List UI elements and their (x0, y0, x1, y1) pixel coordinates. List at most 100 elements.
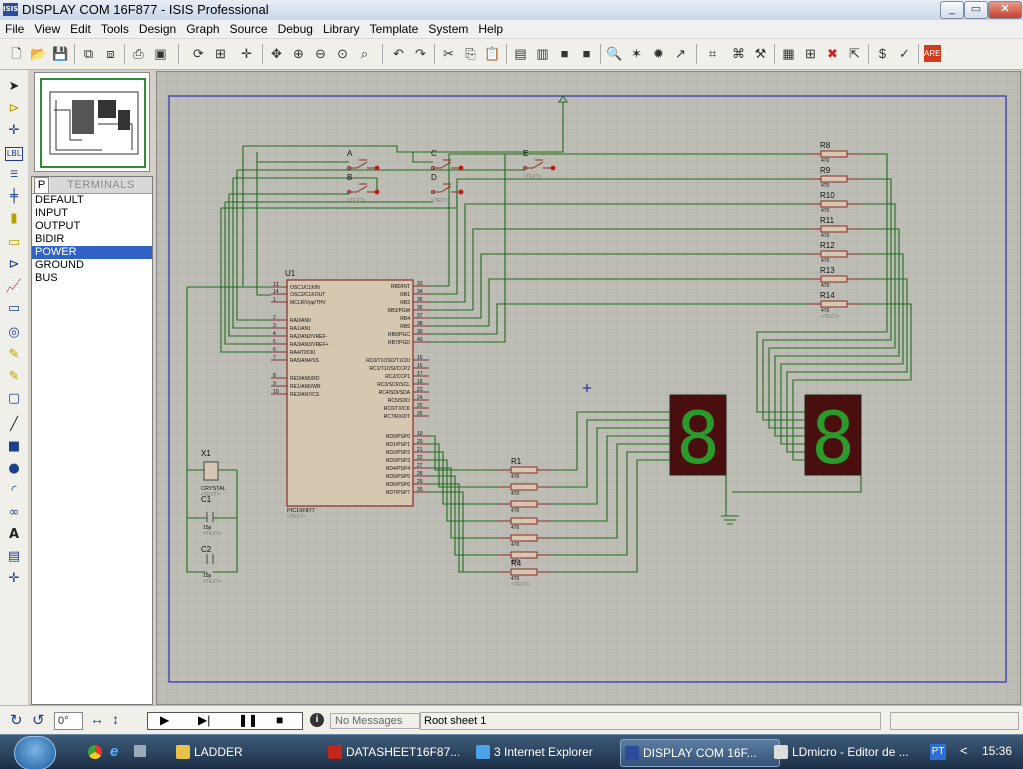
c2-capacitor[interactable] (206, 554, 214, 564)
pick-button[interactable]: P (34, 177, 49, 194)
pushbutton[interactable] (433, 183, 459, 193)
rotate-cw-icon[interactable]: ↻ (10, 712, 23, 729)
origin-icon[interactable]: ✛ (241, 46, 252, 61)
menu-view[interactable]: View (34, 22, 61, 36)
menu-system[interactable]: System (428, 22, 469, 36)
property-tool-icon[interactable]: ⚒ (754, 46, 767, 61)
import-icon[interactable]: ⧉ (83, 46, 94, 61)
paste-icon[interactable]: 📋 (484, 46, 501, 61)
x1-crystal[interactable] (203, 461, 219, 481)
step-icon[interactable]: ▶| (198, 713, 211, 727)
menu-file[interactable]: File (5, 22, 25, 36)
menu-edit[interactable]: Edit (70, 22, 91, 36)
new-sheet-icon[interactable]: ▦ (782, 46, 795, 61)
resistor-r14[interactable] (820, 300, 848, 308)
component-mode-icon[interactable]: ⊳ (8, 101, 20, 116)
bill-of-materials-icon[interactable]: $ (878, 46, 887, 61)
resistor-r9[interactable] (820, 175, 848, 183)
close-button[interactable]: ✕ (988, 1, 1022, 19)
chrome-icon[interactable] (88, 745, 102, 759)
u1-body[interactable] (286, 279, 414, 507)
task-datasheet[interactable]: DATASHEET16F87... (324, 739, 482, 765)
cut-icon[interactable]: ✂ (443, 46, 454, 61)
redraw-icon[interactable]: ⟳ (193, 46, 204, 61)
rotation-field[interactable]: 0° (54, 712, 83, 730)
new-file-icon[interactable]: 🗋 (11, 46, 22, 61)
task-display-com[interactable]: DISPLAY COM 16F... (620, 739, 780, 767)
junction-icon[interactable]: ✛ (8, 123, 20, 138)
text-script-icon[interactable]: ☰ (9, 170, 19, 180)
menu-design[interactable]: Design (138, 22, 177, 36)
generator-icon[interactable]: ◎ (8, 325, 20, 340)
menu-source[interactable]: Source (229, 22, 268, 36)
search-tag-icon[interactable]: ⌘ (732, 46, 745, 61)
graph-mode-icon[interactable]: 📈 (5, 279, 23, 294)
pan-icon[interactable]: ✥ (271, 46, 282, 61)
wire-label-icon[interactable]: LBL (5, 147, 23, 161)
play-icon[interactable]: ▶ (160, 713, 170, 727)
task-ldmicro[interactable]: LDmicro - Editor de ... (770, 739, 932, 765)
pushbutton[interactable] (525, 159, 551, 169)
marker-tool-icon[interactable]: ✛ (8, 571, 20, 586)
tray-expand-icon[interactable]: < (960, 743, 968, 758)
resistor-r10[interactable] (820, 200, 848, 208)
show-desktop-icon[interactable] (134, 745, 146, 757)
task-ladder[interactable]: LADDER (172, 739, 326, 765)
buses-icon[interactable]: ╪ (10, 189, 18, 204)
resistor-bottom[interactable] (510, 534, 538, 542)
resistor-bottom[interactable] (510, 500, 538, 508)
menu-library[interactable]: Library (322, 22, 360, 36)
symbol-tool-icon[interactable]: ▤ (7, 549, 21, 564)
wire-autorouter-icon[interactable]: ⌗ (708, 46, 717, 61)
overview-window[interactable] (34, 72, 150, 172)
current-probe-icon[interactable]: ✎ (8, 369, 20, 384)
grid-icon[interactable]: ⊞ (215, 46, 226, 61)
menu-debug[interactable]: Debug (277, 22, 313, 36)
make-device-icon[interactable]: ✶ (631, 46, 642, 61)
ie-icon[interactable]: e (110, 743, 119, 760)
menu-graph[interactable]: Graph (186, 22, 220, 36)
voltage-probe-icon[interactable]: ✎ (8, 347, 20, 362)
pushbutton[interactable] (433, 159, 459, 169)
pause-icon[interactable]: ❚❚ (238, 713, 259, 727)
block-delete-icon[interactable]: ■ (582, 46, 591, 61)
path-tool-icon[interactable]: ∞ (8, 505, 20, 520)
resistor-bottom[interactable] (510, 568, 538, 576)
resistor-bottom[interactable] (510, 517, 538, 525)
menu-template[interactable]: Template (369, 22, 419, 36)
mirror-y-icon[interactable]: ↕ (112, 711, 119, 727)
package-icon[interactable]: ✹ (653, 46, 664, 61)
menu-help[interactable]: Help (478, 22, 504, 36)
minimize-button[interactable]: _ (940, 1, 964, 19)
terminal-item-bus[interactable]: BUS (35, 272, 58, 284)
terminal-item-power[interactable]: POWER (32, 246, 152, 259)
ground-terminal[interactable] (721, 515, 739, 525)
print-icon[interactable]: ⎙ (133, 46, 144, 61)
terminal-item-output[interactable]: OUTPUT (35, 220, 81, 232)
c1-capacitor[interactable] (206, 512, 214, 522)
exit-to-parent-icon[interactable]: ⇱ (849, 46, 860, 61)
subcircuit-icon[interactable]: ▮ (10, 211, 18, 226)
resistor-bottom[interactable] (510, 551, 538, 559)
seven-segment-b[interactable] (804, 394, 862, 476)
redo-icon[interactable]: ↷ (415, 46, 426, 61)
line-tool-icon[interactable]: ╱ (10, 417, 18, 432)
add-sheet-icon[interactable]: ⊞ (805, 46, 816, 61)
block-rotate-icon[interactable]: ■ (560, 46, 569, 61)
zoom-in-icon[interactable]: ⊕ (293, 46, 304, 61)
stop-icon[interactable]: ■ (276, 713, 284, 727)
resistor-bottom[interactable] (510, 483, 538, 491)
seven-segment-a[interactable] (669, 394, 727, 476)
virtual-instruments-icon[interactable]: ▢ (7, 391, 21, 406)
tape-recorder-icon[interactable]: ▭ (7, 301, 21, 316)
rotate-ccw-icon[interactable]: ↺ (32, 712, 45, 729)
start-button[interactable] (14, 736, 56, 770)
terminal-item-input[interactable]: INPUT (35, 207, 68, 219)
text-tool-icon[interactable]: A (8, 527, 20, 542)
pushbutton[interactable] (349, 183, 375, 193)
circle-tool-icon[interactable]: ● (8, 461, 20, 476)
maximize-button[interactable]: ▭ (964, 1, 988, 19)
resistor-r8[interactable] (820, 150, 848, 158)
language-indicator[interactable]: PT (930, 744, 946, 760)
